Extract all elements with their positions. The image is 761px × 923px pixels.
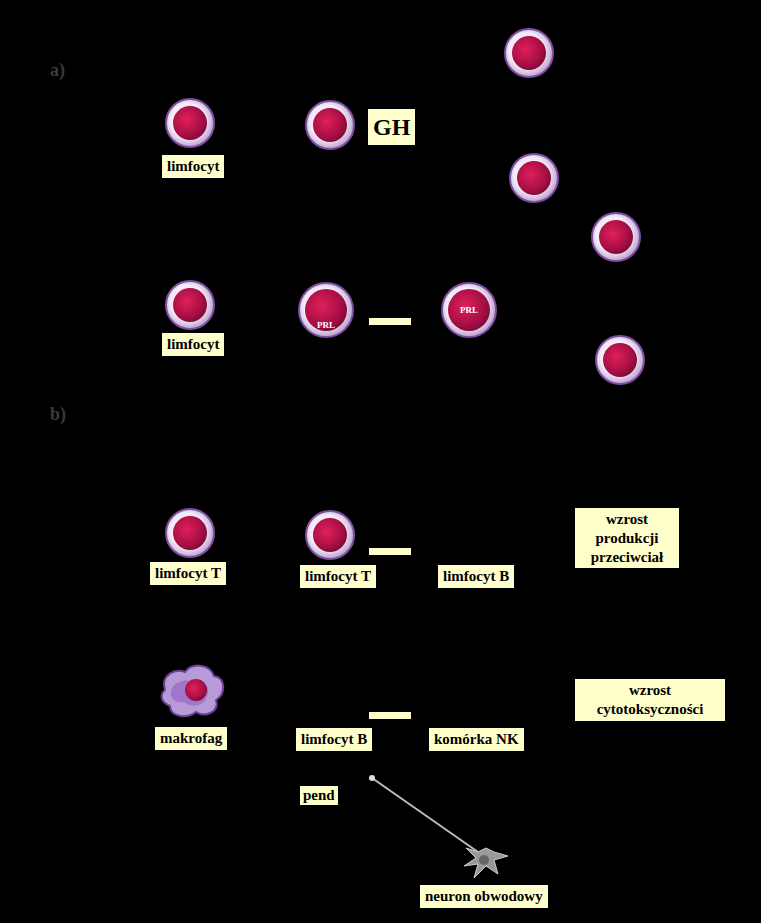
node-text: wzrost cytotoksyczności xyxy=(580,681,720,719)
prl-cell: PRL xyxy=(299,283,353,337)
node-text: GH xyxy=(373,112,410,142)
node-text: wzrost produkcji przeciwciał xyxy=(580,510,674,566)
lymphocyte-cell xyxy=(306,101,354,149)
lymphocyte-cell xyxy=(166,281,214,329)
cell-label: limfocyt T xyxy=(300,565,376,588)
node-text: makrofag xyxy=(160,729,222,748)
node-text: limfocyt xyxy=(167,335,219,354)
panel-label: a) xyxy=(50,60,65,81)
lymphocyte-cell xyxy=(299,283,353,337)
node-text: limfocyt T xyxy=(155,564,221,583)
lymphocyte-cell xyxy=(505,29,553,77)
hormone-box: GH xyxy=(368,109,415,145)
neuron xyxy=(369,775,508,878)
node-text: limfocyt B xyxy=(443,567,509,586)
panel-label: b) xyxy=(50,404,66,425)
lymphocyte-cell xyxy=(592,213,640,261)
node-text: limfocyt B xyxy=(301,730,367,749)
lymphocyte-cell xyxy=(166,99,214,147)
node-text: komórka NK xyxy=(434,730,519,749)
cell-label: makrofag xyxy=(155,727,227,750)
macrophage-cell xyxy=(162,666,224,717)
node-text: neuron obwodowy xyxy=(425,887,543,906)
node-text: PRL xyxy=(317,320,335,330)
node-text: PRL xyxy=(460,305,478,315)
node-text: limfocyt xyxy=(167,157,219,176)
prl-cell: PRL xyxy=(442,283,496,337)
lymphocyte-cell xyxy=(596,336,644,384)
lymphocyte-cell xyxy=(166,509,214,557)
cell-label: limfocyt B xyxy=(296,728,372,751)
lymphocyte-cell xyxy=(510,154,558,202)
lymphocyte-cell xyxy=(442,283,496,337)
effect-box: wzrost produkcji przeciwciał xyxy=(575,508,679,568)
cell-label: limfocyt T xyxy=(150,562,226,585)
cell-label: neuron obwodowy xyxy=(420,885,548,908)
cell-label: limfocyt B xyxy=(438,565,514,588)
node-text: limfocyt T xyxy=(305,567,371,586)
bar xyxy=(369,548,411,555)
bar xyxy=(369,318,411,325)
effect-box: wzrost cytotoksyczności xyxy=(575,679,725,721)
bar xyxy=(369,712,411,719)
cell-label: limfocyt xyxy=(162,333,224,356)
panel-label: pend xyxy=(300,786,338,805)
cell-label: limfocyt xyxy=(162,155,224,178)
lymphocyte-cell xyxy=(306,511,354,559)
cell-label: komórka NK xyxy=(429,728,524,751)
